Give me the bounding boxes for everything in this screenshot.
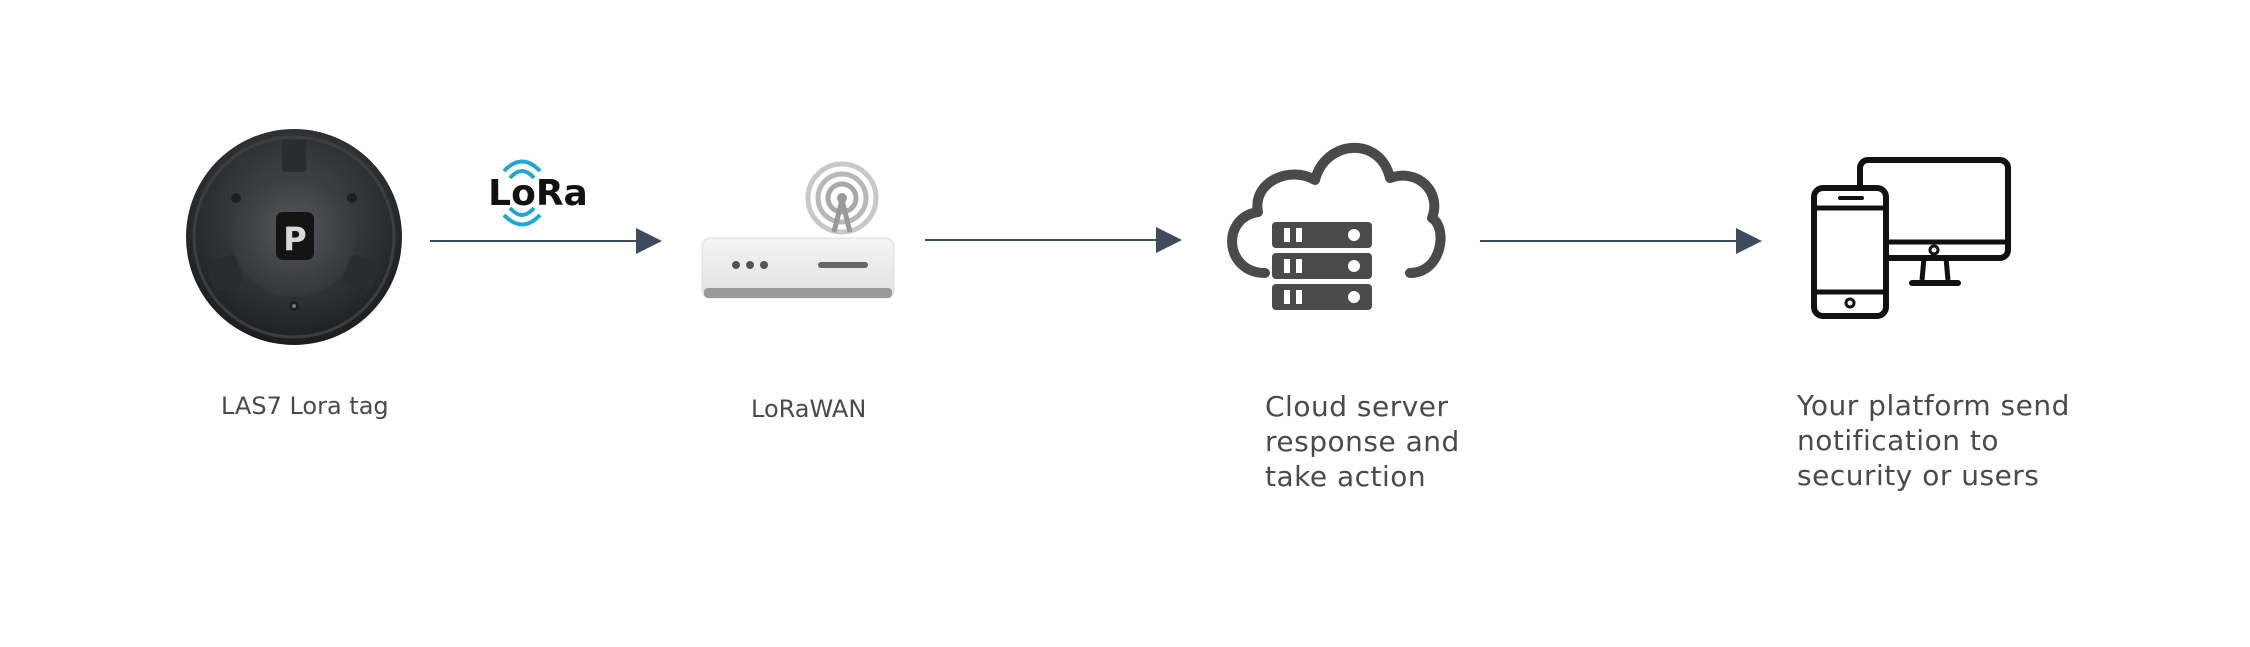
gateway-label: LoRaWAN [751, 395, 867, 423]
gateway-router-icon [701, 161, 895, 299]
arrow-cloud-to-platform [1480, 228, 1762, 254]
lora-logo-text: LoRa [488, 173, 588, 214]
arrow-tag-to-gateway [430, 228, 662, 254]
platform-label-line: notification to [1797, 424, 1999, 457]
cloud-label-line: response and [1265, 425, 1460, 458]
arrow-gateway-to-cloud [925, 227, 1182, 253]
lora-signal-icon [502, 159, 542, 227]
sensor-badge: P [283, 220, 306, 258]
parking-sensor-icon [186, 129, 402, 345]
tag-label: LAS7 Lora tag [221, 392, 389, 420]
platform-label-line: Your platform send [1797, 389, 2070, 422]
cloud-label: Cloud server response and take action [1265, 389, 1460, 494]
platform-label: Your platform send notification to secur… [1797, 388, 2070, 493]
devices-icon [1811, 157, 2011, 319]
cloud-label-line: take action [1265, 460, 1427, 493]
cloud-server-icon [1227, 142, 1446, 310]
cloud-label-line: Cloud server [1265, 390, 1449, 423]
platform-label-line: security or users [1797, 459, 2040, 492]
